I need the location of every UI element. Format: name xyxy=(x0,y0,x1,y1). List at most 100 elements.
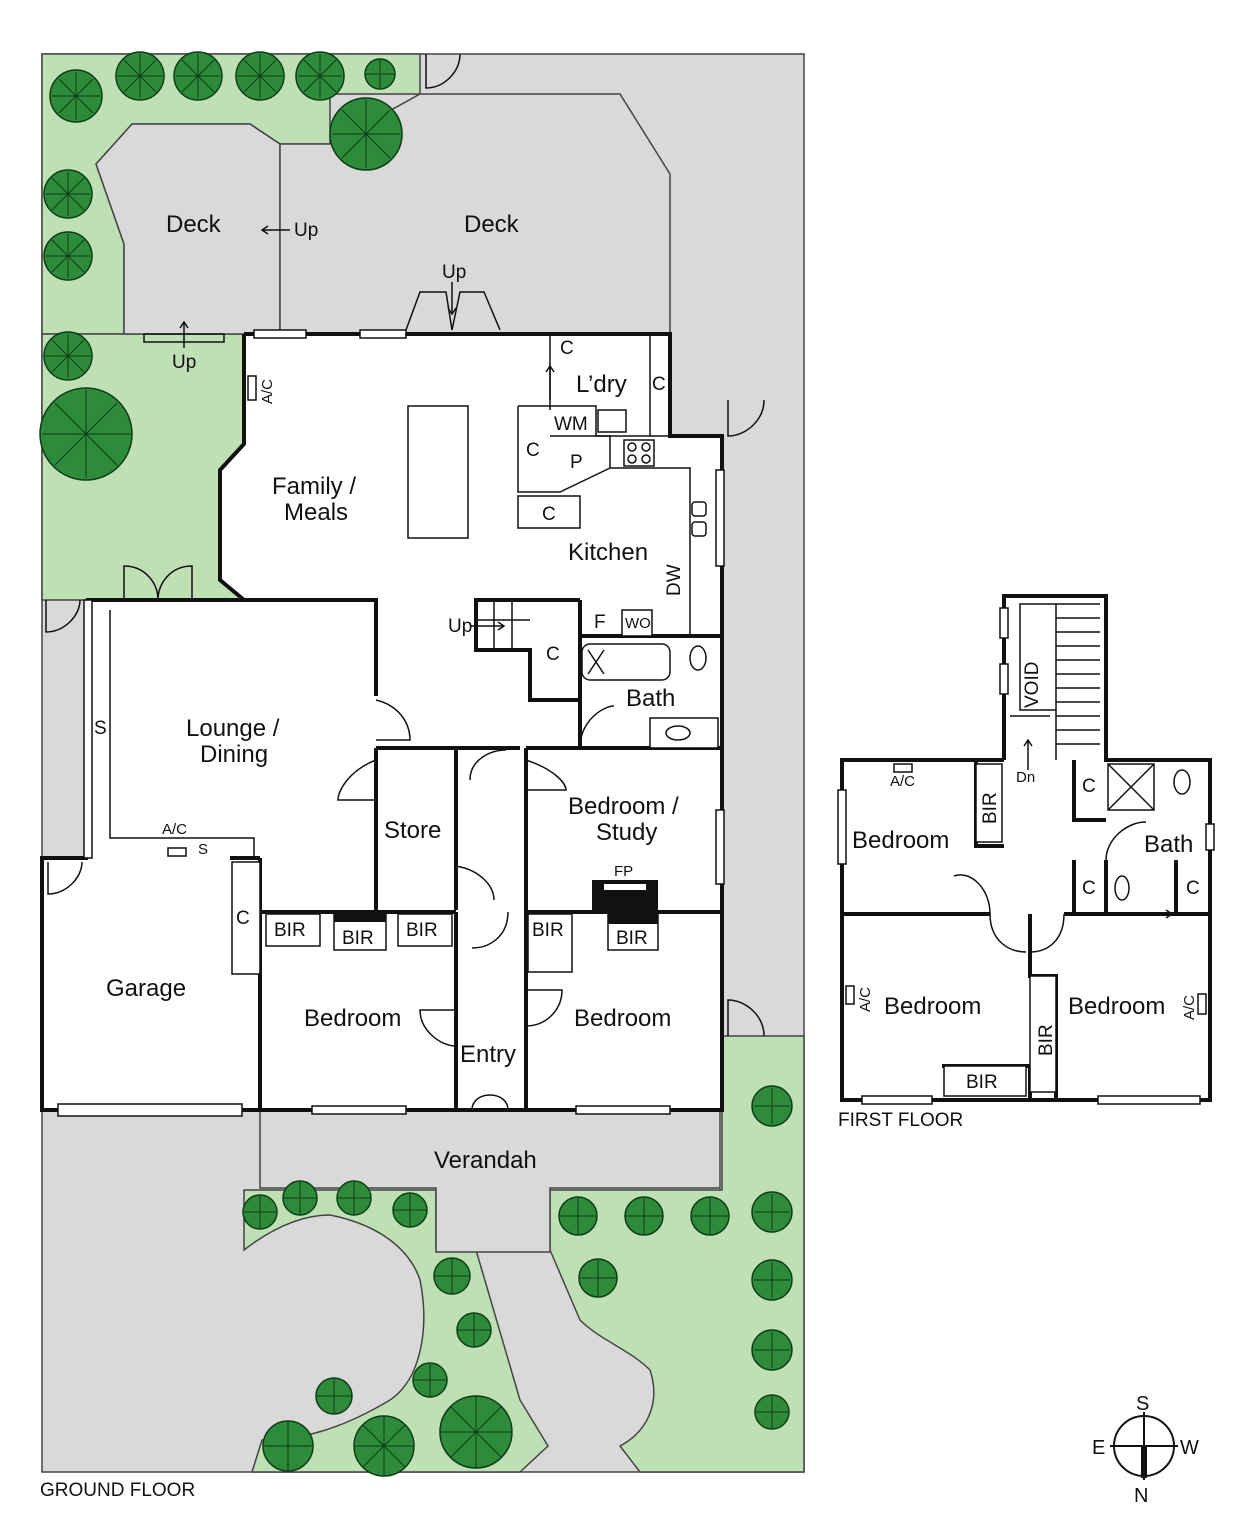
label-bir: BIR xyxy=(966,1072,998,1093)
room-label-kitchen: Kitchen xyxy=(568,539,648,566)
door-family-garden xyxy=(123,565,193,601)
label-shelves: S xyxy=(94,718,107,739)
stair-well-interior xyxy=(1004,596,1106,760)
first-floor-plan xyxy=(837,594,1215,1105)
compass-east-label: E xyxy=(1092,1437,1105,1459)
label-cupboard: C xyxy=(560,338,574,359)
label-bir: BIR xyxy=(342,928,374,949)
window-lounge-side xyxy=(83,599,93,859)
room-label-void: VOID xyxy=(1022,662,1043,708)
window-bedroom-west xyxy=(311,1105,407,1115)
sink-icon xyxy=(691,521,707,537)
window-ff-east xyxy=(837,789,847,865)
room-label-study-1: Bedroom / xyxy=(568,793,679,820)
compass-west-label: W xyxy=(1180,1437,1199,1459)
label-washing-machine: WM xyxy=(554,414,588,435)
room-label-laundry: L’dry xyxy=(576,371,627,398)
stairs-up-arrow xyxy=(470,621,506,631)
tree-icon xyxy=(751,1085,793,1127)
label-cupboard: C xyxy=(236,908,250,929)
tree-icon xyxy=(578,1258,618,1298)
room-label-store: Store xyxy=(384,817,441,844)
sink-icon xyxy=(691,501,707,517)
stairs-down-arrow xyxy=(1023,738,1033,770)
ground-floor-house xyxy=(40,53,765,1117)
tree-icon xyxy=(364,58,396,90)
robe-ff-3 xyxy=(943,1065,1027,1097)
label-cupboard: C xyxy=(546,644,560,665)
tree-icon xyxy=(751,1259,793,1301)
tree-icon xyxy=(173,51,223,101)
label-ac-ff: A/C xyxy=(890,773,915,790)
room-label-lounge-1: Lounge / xyxy=(186,715,280,742)
tree-icon xyxy=(115,51,165,101)
robe-east-1 xyxy=(527,913,573,973)
garage-door xyxy=(57,1103,243,1117)
label-shelves: S xyxy=(198,841,208,858)
label-up: Up xyxy=(448,616,472,637)
room-label-ff-bedroom-east: Bedroom xyxy=(852,827,949,854)
door-ff-bedroom-east xyxy=(953,874,991,915)
linen-arrow xyxy=(1142,909,1174,919)
compass-south-label: S xyxy=(1136,1393,1149,1415)
window-family-2 xyxy=(359,329,407,339)
tree-icon xyxy=(235,51,285,101)
label-bir: BIR xyxy=(274,920,306,941)
washing-machine-box xyxy=(597,409,627,433)
stairs-treads xyxy=(1010,603,1100,760)
tree-icon xyxy=(439,1395,513,1469)
door-entry xyxy=(471,1094,509,1111)
window-bedroom-east xyxy=(575,1105,671,1115)
compass: S N E W xyxy=(1092,1393,1199,1507)
tree-icon xyxy=(690,1196,730,1236)
tree-icon xyxy=(242,1194,278,1230)
room-label-lounge-2: Dining xyxy=(200,741,268,768)
label-fridge: F xyxy=(594,612,606,633)
label-ac-ff: A/C xyxy=(1181,995,1198,1020)
tree-icon xyxy=(558,1196,598,1236)
bathtub-icon xyxy=(581,643,671,681)
ground-floor-label: GROUND FLOOR xyxy=(40,1480,195,1501)
label-stairs-down: Dn xyxy=(1016,769,1035,786)
wall-oven-box xyxy=(621,609,653,637)
door-entry-hall xyxy=(455,865,495,901)
door-store xyxy=(337,759,377,801)
room-label-family-2: Meals xyxy=(284,499,348,526)
label-cupboard: C xyxy=(1082,776,1096,797)
robe-west-1 xyxy=(265,913,321,947)
cupboard-kitchen-lower xyxy=(517,495,581,529)
window-study xyxy=(715,809,725,885)
door-bedroom-west xyxy=(419,1009,457,1047)
cooktop-burners-icon xyxy=(627,442,651,464)
door-ff-bedroom-west xyxy=(1029,913,1065,953)
door-ff-bath xyxy=(1105,821,1147,861)
front-lawn-east xyxy=(549,1035,805,1473)
room-label-ff-bedroom-west: Bedroom xyxy=(1068,993,1165,1020)
toilet-icon xyxy=(689,645,707,671)
room-label-entry: Entry xyxy=(460,1041,516,1068)
tree-icon xyxy=(282,1180,318,1216)
label-bir: BIR xyxy=(616,928,648,949)
door-ff-bedroom-middle xyxy=(989,913,1027,953)
room-label-bedroom-west: Bedroom xyxy=(304,1005,401,1032)
robe-ff-2 xyxy=(1029,975,1057,1093)
tree-icon xyxy=(295,51,345,101)
tree-icon xyxy=(43,169,93,219)
tree-icon xyxy=(433,1257,471,1295)
window-family-1 xyxy=(253,329,307,339)
compass-needle xyxy=(1141,1446,1147,1478)
door-study xyxy=(525,759,567,791)
tree-icon xyxy=(39,387,133,481)
label-bir: BIR xyxy=(980,792,1001,824)
tree-icon xyxy=(315,1377,353,1415)
room-label-ff-bath: Bath xyxy=(1144,831,1193,858)
kitchen-bench xyxy=(517,405,691,636)
label-fireplace: FP xyxy=(614,863,633,880)
compass-north-label: N xyxy=(1134,1485,1148,1507)
ac-unit-ff xyxy=(845,985,855,1005)
door-lounge xyxy=(375,699,411,741)
door-hall xyxy=(469,749,507,781)
door-garage-side xyxy=(47,861,83,895)
room-label-deck-west: Deck xyxy=(166,211,222,238)
robe-ff-1 xyxy=(975,763,1003,843)
